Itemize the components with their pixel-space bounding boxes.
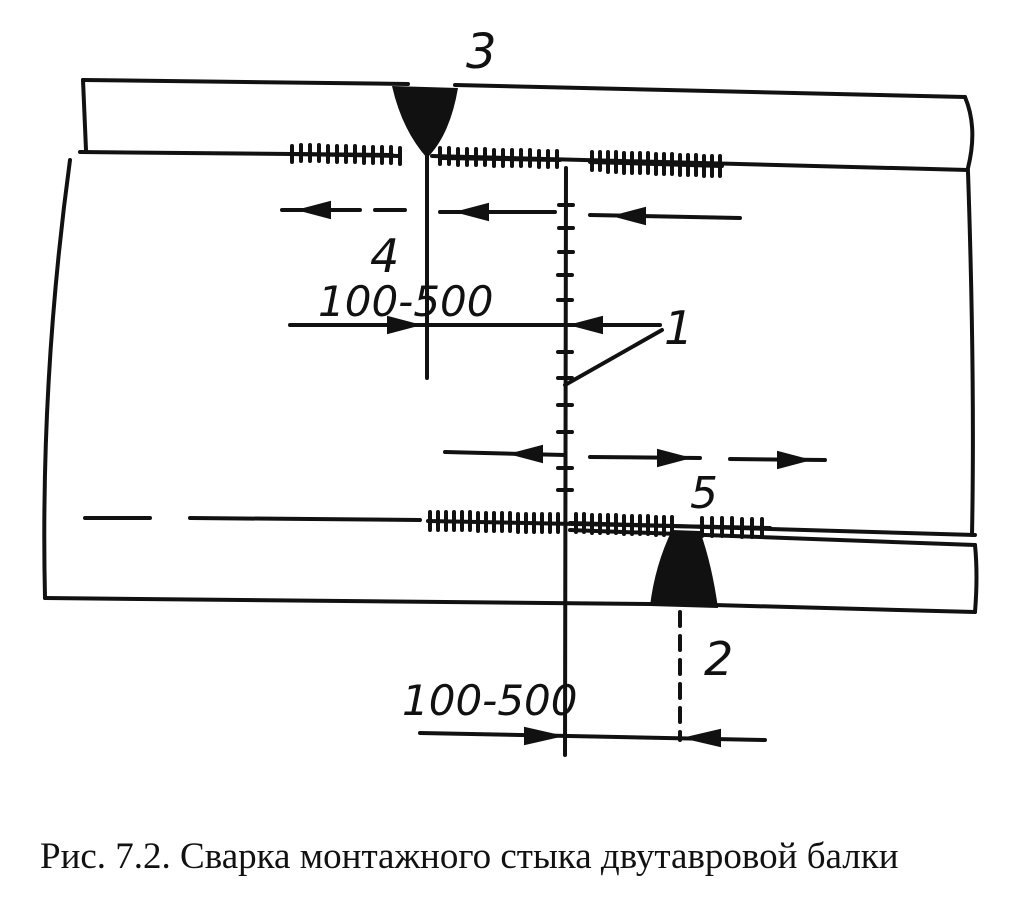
top-flange bbox=[78, 78, 975, 172]
label-4: 4 bbox=[370, 229, 399, 283]
arrow-left-3 bbox=[611, 206, 646, 226]
label-2: 2 bbox=[704, 632, 733, 686]
label-5: 5 bbox=[690, 468, 718, 519]
top-seam-hatching bbox=[288, 143, 724, 178]
weld-3-top-flange bbox=[392, 86, 458, 158]
arrow-right-7 bbox=[657, 448, 692, 468]
arrow-left-2 bbox=[454, 202, 489, 222]
label-offset-top: 100-500 bbox=[318, 277, 494, 326]
arrow-right-4 bbox=[387, 315, 422, 335]
arrow-left-10 bbox=[685, 728, 721, 748]
arrow-right-8 bbox=[777, 450, 812, 470]
bottom-seam-hatching bbox=[426, 510, 772, 539]
web-plate bbox=[42, 158, 975, 600]
label-1: 1 bbox=[664, 301, 693, 355]
arrow-right-9 bbox=[524, 726, 561, 746]
leader-line-1 bbox=[563, 328, 664, 387]
label-3: 3 bbox=[466, 24, 497, 80]
arrow-left-6 bbox=[508, 444, 543, 464]
arrow-left-5 bbox=[568, 315, 603, 335]
web-joint-axis bbox=[563, 166, 568, 757]
arrow-left-1 bbox=[296, 200, 331, 220]
direction-line-lower bbox=[443, 450, 827, 462]
weld-2-bottom-flange bbox=[650, 530, 718, 608]
direction-line-top bbox=[280, 208, 742, 220]
label-offset-bottom: 100-500 bbox=[402, 676, 578, 725]
web-joint-hatching bbox=[556, 203, 575, 492]
figure-caption: Рис. 7.2. Сварка монтажного стыка двутав… bbox=[40, 836, 899, 877]
